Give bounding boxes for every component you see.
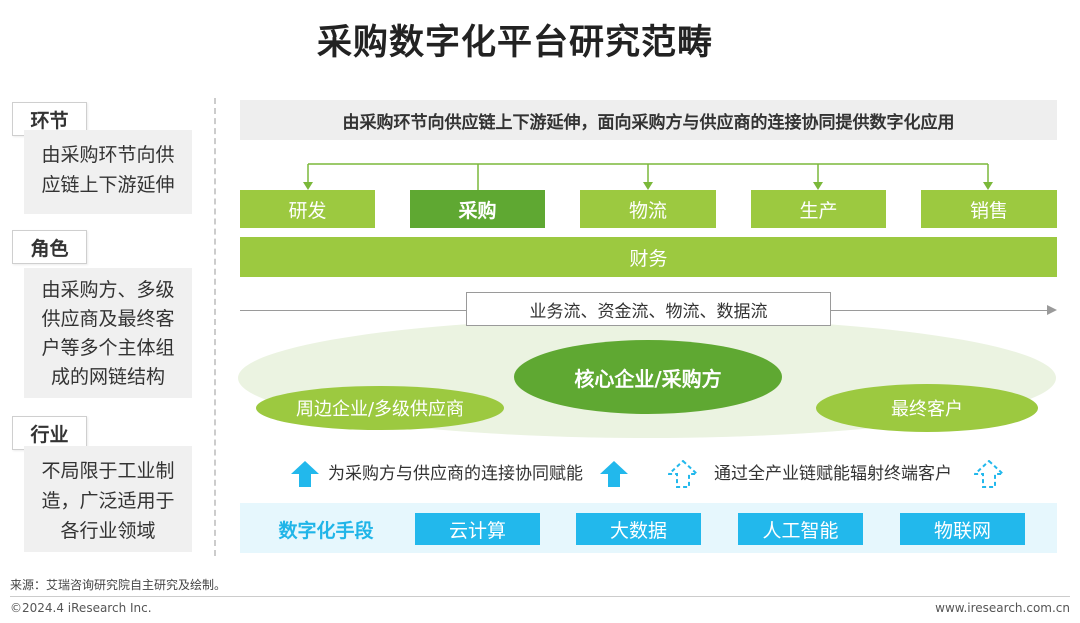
- text-line: 供应商及最终客: [41, 308, 175, 330]
- sidebar-text-stage: 由采购环节向供 应链上下游延伸: [24, 130, 192, 214]
- stage-logistics: 物流: [580, 190, 716, 228]
- text-line: 不局限于工业制: [41, 460, 175, 482]
- stage-rnd: 研发: [240, 190, 375, 228]
- sidebar-label-industry: 行业: [12, 416, 87, 450]
- text-line: 造，广泛适用于: [41, 490, 175, 512]
- sidebar-text-industry: 不局限于工业制 造，广泛适用于 各行业领域: [24, 446, 192, 552]
- empower-chain-text: 通过全产业链赋能辐射终端客户: [714, 464, 952, 484]
- text-line: 成的网链结构: [50, 366, 165, 388]
- page-title: 采购数字化平台研究范畴: [316, 23, 713, 63]
- text-line: 各行业领域: [60, 520, 156, 542]
- stage-procurement: 采购: [410, 190, 545, 228]
- end-customer-node: 最终客户: [816, 384, 1038, 432]
- flow-arrow-icon: [1047, 305, 1057, 315]
- stage-production: 生产: [751, 190, 886, 228]
- tech-ai: 人工智能: [738, 513, 863, 545]
- empower-supplier-text: 为采购方与供应商的连接协同赋能: [328, 464, 583, 484]
- scope-banner: 由采购环节向供应链上下游延伸，面向采购方与供应商的连接协同提供数字化应用: [240, 100, 1057, 140]
- text-line: 应链上下游延伸: [41, 174, 175, 196]
- dashed-arrow-up-icon: [974, 460, 1004, 488]
- sidebar-text-role: 由采购方、多级 供应商及最终客 户等多个主体组 成的网链结构: [24, 268, 192, 398]
- text-line: 由采购环节向供: [41, 144, 175, 166]
- text-line: 由采购方、多级: [41, 279, 175, 301]
- arrow-up-icon: [600, 461, 628, 487]
- vertical-divider: [214, 98, 216, 556]
- website: www.iresearch.com.cn: [935, 601, 1070, 615]
- arrow-up-icon: [291, 461, 319, 487]
- source-note: 来源：艾瑞咨询研究院自主研究及绘制。: [10, 578, 227, 592]
- footer-divider: [10, 596, 1070, 597]
- peripheral-suppliers-node: 周边企业/多级供应商: [256, 386, 504, 430]
- copyright: ©2024.4 iResearch Inc.: [10, 601, 152, 615]
- flows-label: 业务流、资金流、物流、数据流: [466, 292, 831, 326]
- finance-bar: 财务: [240, 237, 1057, 277]
- text-line: 户等多个主体组: [41, 337, 175, 359]
- tech-cloud: 云计算: [415, 513, 540, 545]
- dashed-arrow-up-icon: [668, 460, 698, 488]
- core-enterprise-node: 核心企业/采购方: [514, 340, 782, 414]
- sidebar-label-role: 角色: [12, 230, 87, 264]
- tech-bigdata: 大数据: [576, 513, 701, 545]
- digital-means-label: 数字化手段: [278, 519, 374, 542]
- tech-iot: 物联网: [900, 513, 1025, 545]
- stage-sales: 销售: [921, 190, 1057, 228]
